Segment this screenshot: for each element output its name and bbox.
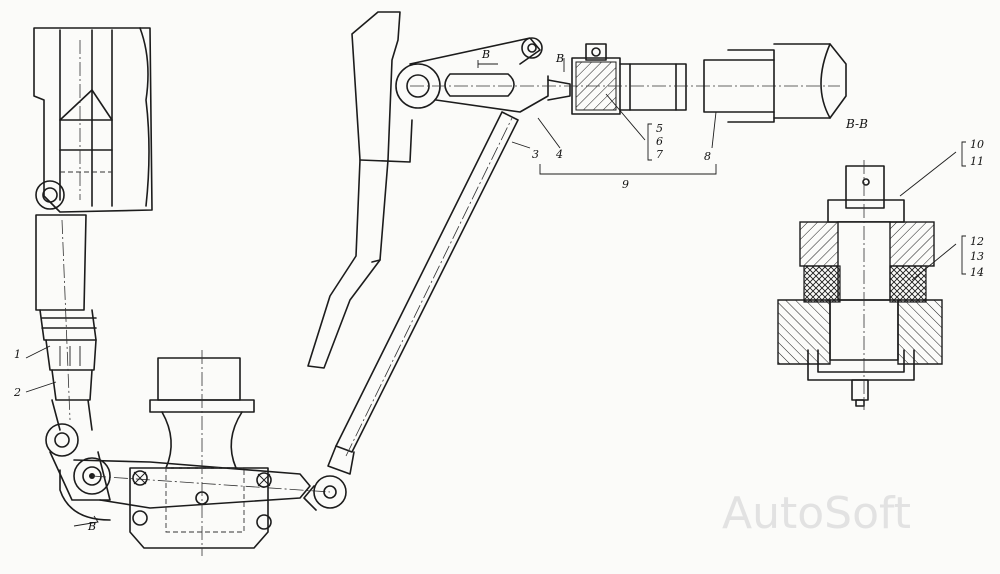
drag-link-rod	[303, 111, 519, 511]
callout-1: 1	[14, 348, 21, 361]
rod-end-clevis	[703, 43, 847, 123]
steering-cylinder	[35, 180, 97, 421]
front-axle-hub	[129, 350, 272, 556]
callout-13: 13	[970, 250, 984, 263]
callout-10: 10	[970, 138, 984, 151]
callout-9: 9	[622, 178, 629, 191]
watermark: AutoSoft	[722, 488, 911, 539]
callout-7: 7	[656, 148, 663, 161]
section-b-b	[777, 160, 943, 410]
callout-3: 3	[532, 148, 539, 161]
callout-14: 14	[970, 266, 984, 279]
steering-gear-housing	[33, 27, 153, 213]
callout-labels: 1 2 3 4 5 6 7 8 9 10 11 12 13 14 B-B B B…	[13, 48, 984, 533]
callout-8: 8	[704, 150, 711, 163]
callout-4: 4	[555, 148, 563, 161]
cab-bracket-plate	[307, 11, 413, 369]
section-marker-bottom: B	[87, 520, 96, 533]
callout-5: 5	[656, 122, 663, 135]
section-title: B-B	[845, 117, 868, 131]
tie-rod-assembly	[395, 37, 840, 115]
callout-6: 6	[656, 135, 663, 148]
callout-12: 12	[970, 235, 984, 248]
callout-2: 2	[13, 386, 21, 399]
callout-11: 11	[970, 155, 984, 168]
section-marker-side: B	[555, 52, 564, 65]
section-marker-top: B	[481, 48, 490, 61]
leader-lines	[25, 58, 966, 527]
pitman-arm	[45, 399, 331, 521]
